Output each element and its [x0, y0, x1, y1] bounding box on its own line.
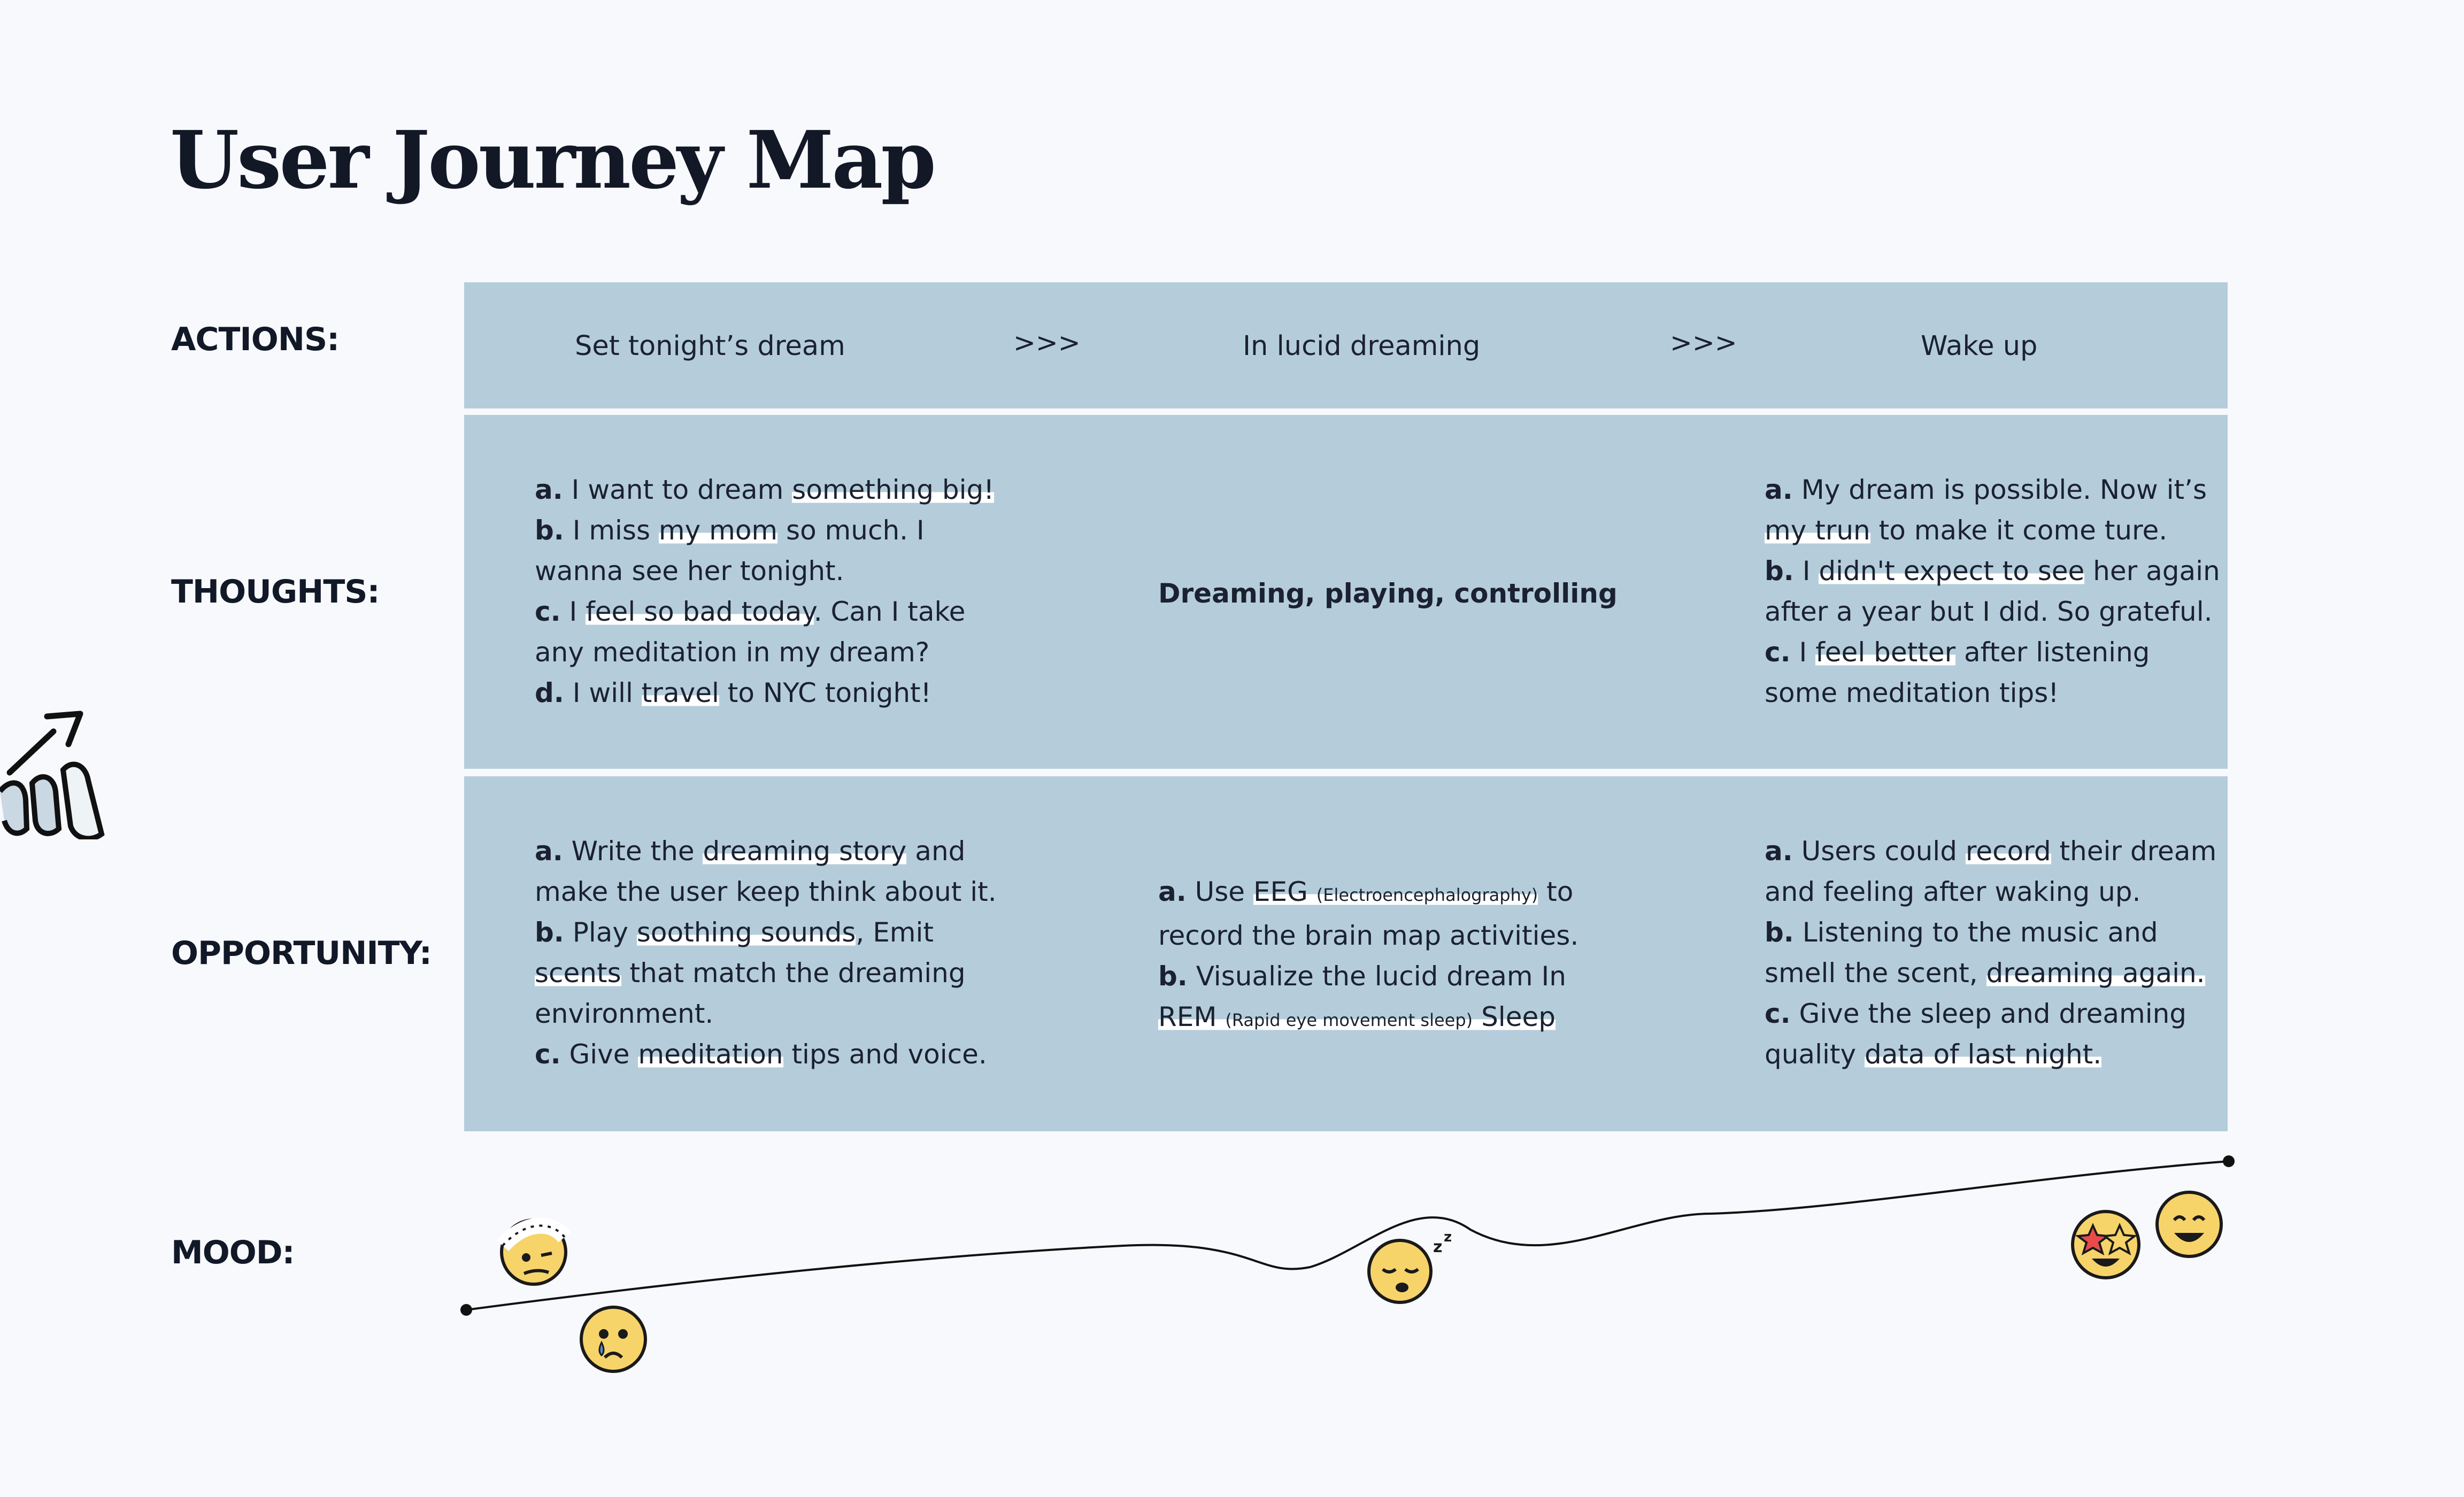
list-item-continued: record the brain map activities.: [1158, 920, 1579, 951]
list-item-continued: make the user keep think about it.: [535, 876, 997, 907]
list-item: a. Use EEG (Electroencephalography) to: [1158, 876, 1574, 907]
list-item: a. My dream is possible. Now it’s: [1765, 474, 2207, 505]
list-item-continued: after a year but I did. So grateful.: [1765, 596, 2213, 627]
smiling-face-icon: [2155, 1191, 2223, 1258]
list-item: b. Visualize the lucid dream In: [1158, 961, 1566, 992]
list-item-continued: wanna see her tonight.: [535, 555, 844, 587]
thoughts-column-3: a. My dream is possible. Now it’s my tru…: [1765, 469, 2220, 713]
action-step-set-dream: Set tonight’s dream: [575, 330, 845, 362]
actions-band: [464, 282, 2228, 408]
list-item: a. I want to dream something big!: [535, 474, 995, 505]
hand-sketch-icon: [0, 711, 105, 839]
list-item: c. Give meditation tips and voice.: [535, 1039, 987, 1070]
list-item-continued: smell the scent, dreaming again.: [1765, 958, 2205, 989]
mood-line: [466, 1160, 2229, 1311]
list-item: c. I feel so bad today. Can I take: [535, 596, 966, 627]
action-step-lucid-dreaming: In lucid dreaming: [1243, 330, 1481, 362]
list-item-continued: some meditation tips!: [1765, 677, 2059, 708]
opportunity-label: OPPORTUNITY:: [171, 935, 432, 972]
svg-text:z: z: [1433, 1238, 1442, 1256]
opportunity-column-3: a. Users could record their dream and fe…: [1765, 831, 2216, 1075]
sleeping-face-icon: z z: [1367, 1229, 1452, 1304]
mood-line-start-dot: [460, 1304, 472, 1316]
thoughts-band: [464, 415, 2228, 769]
list-item-continued: REM (Rapid eye movement sleep) Sleep: [1158, 1001, 1556, 1032]
list-item: c. Give the sleep and dreaming: [1765, 998, 2187, 1029]
action-step-wake-up: Wake up: [1921, 330, 2038, 362]
thoughts-column-2: Dreaming, playing, controlling: [1158, 578, 1618, 609]
list-item: c. I feel better after listening: [1765, 637, 2150, 668]
action-separator: >>>: [1013, 327, 1081, 358]
svg-text:z: z: [1444, 1229, 1452, 1245]
mood-label: MOOD:: [171, 1234, 295, 1271]
star-struck-face-icon: [2071, 1210, 2140, 1279]
opportunity-column-2: a. Use EEG (Electroencephalography) to r…: [1158, 871, 1578, 1040]
thoughts-column-1: a. I want to dream something big! b. I m…: [535, 469, 995, 713]
mood-line-end-dot: [2223, 1155, 2235, 1167]
list-item-continued: and feeling after waking up.: [1765, 876, 2141, 907]
list-item: a. Users could record their dream: [1765, 836, 2217, 867]
list-item: b. Play soothing sounds, Emit: [535, 917, 934, 948]
bandaged-face-icon: [496, 1217, 571, 1286]
list-item: b. I didn't expect to see her again: [1765, 555, 2220, 587]
opportunity-column-1: a. Write the dreaming story and make the…: [535, 831, 997, 1075]
opportunity-band: [464, 776, 2228, 1131]
actions-label: ACTIONS:: [171, 321, 340, 358]
crying-face-icon: [580, 1306, 647, 1373]
list-item: a. Write the dreaming story and: [535, 836, 966, 867]
list-item: d. I will travel to NYC tonight!: [535, 677, 931, 708]
action-separator: >>>: [1670, 327, 1737, 358]
list-item-continued: my trun to make it come ture.: [1765, 515, 2168, 546]
list-item-continued: scents that match the dreaming: [535, 958, 966, 989]
page-title: User Journey Map: [170, 113, 936, 206]
list-item: b. Listening to the music and: [1765, 917, 2158, 948]
list-item-continued: environment.: [535, 998, 714, 1029]
list-item: b. I miss my mom so much. I: [535, 515, 925, 546]
thoughts-label: THOUGHTS:: [171, 573, 380, 611]
list-item-continued: any meditation in my dream?: [535, 637, 930, 668]
list-item-continued: quality data of last night.: [1765, 1039, 2102, 1070]
